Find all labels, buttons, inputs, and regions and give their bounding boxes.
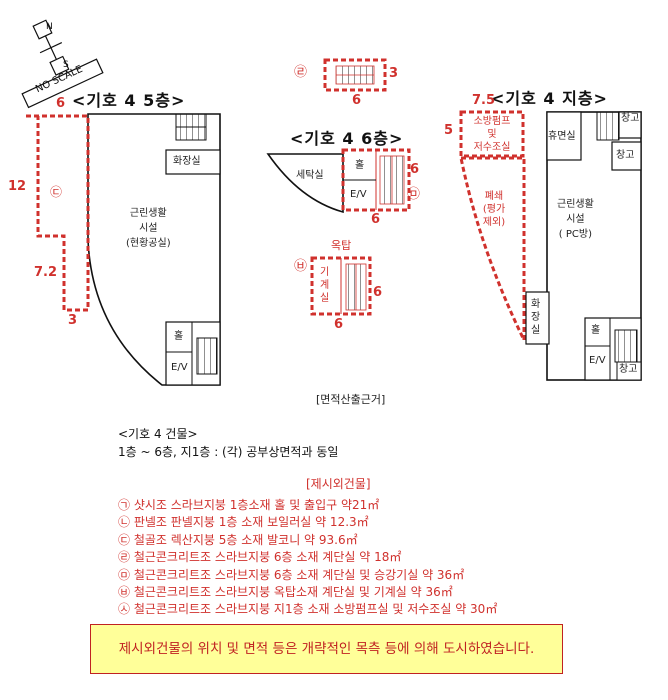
roof-dim-bottom: 6 (334, 317, 344, 332)
floor5-hall-label: 홀 (174, 331, 184, 342)
building-description: 1층 ~ 6층, 지1층 : (각) 공부상면적과 동일 (118, 445, 339, 459)
basement-title: <기호 4 지층> (491, 89, 608, 108)
compass-south-label: S (63, 60, 69, 70)
floor5-dim-left-lower: 7.2 (34, 265, 58, 280)
basement-storage-mid-label: 창고 (616, 150, 635, 161)
top-ext-symbol: ㉣ (294, 65, 308, 80)
floor5-dim-bottom: 3 (68, 313, 78, 328)
top-ext-dim-bottom: 6 (352, 93, 362, 108)
basement-dim-top: 7.5 (472, 93, 496, 108)
floor5-dim-left: 12 (8, 179, 27, 194)
floor5-ev-label: E/V (171, 362, 188, 373)
top-ext-dim-right: 3 (389, 66, 399, 81)
floor6-laundry-label: 세탁실 (296, 170, 324, 181)
floor6-dim-right: 6 (410, 162, 420, 177)
area-basis-caption: [면적산출근거] (316, 393, 386, 406)
floor6-plan (266, 148, 411, 214)
basement-hall-label: 홀 (591, 325, 601, 336)
closed-area-label: 폐쇄 (평가 제외) (482, 191, 506, 228)
floor6-ev-label: E/V (350, 189, 367, 200)
building-title: <기호 4 건물> (118, 427, 198, 441)
basement-plan (459, 110, 642, 381)
basement-ev-label: E/V (589, 355, 606, 366)
exclusions-list: ㉠ 샷시조 스라브지붕 1층소재 홀 및 출입구 약21㎡ ㉡ 판넬조 판넬지붕… (118, 497, 497, 619)
basement-storage-top-label: 창고 (621, 113, 640, 124)
roof-machine-room-label: 기 계 실 (320, 267, 330, 304)
stair-extension-top (323, 58, 387, 92)
basement-restroom-label: 화 장 실 (531, 299, 541, 336)
list-item: ㉠ 샷시조 스라브지붕 1층소재 홀 및 출입구 약21㎡ (118, 498, 380, 512)
roof-ext-symbol: ㉥ (294, 259, 308, 274)
floor6-ext-symbol: ㉤ (407, 187, 421, 202)
floor5-plan (26, 113, 221, 386)
list-item: ㉦ 철근콘크리트조 스라브지붕 지1층 소재 소방펌프실 및 저수조실 약 30… (118, 602, 498, 617)
disclaimer-note: 제시외건물의 위치 및 면적 등은 개략적인 목측 등에 의해 도시하였습니다. (90, 624, 563, 674)
floor6-dim-bottom: 6 (371, 212, 381, 227)
floor5-title: <기호 4 5층> (72, 91, 186, 110)
compass-icon (21, 19, 104, 109)
pump-room-label: 소방펌프 및 저수조실 (473, 116, 511, 153)
list-item: ㉢ 철골조 렉산지붕 5층 소재 발코니 약 93.6㎡ (118, 532, 358, 547)
exclusions-title: [제시외건물] (306, 477, 371, 491)
floor6-hall-label: 홀 (355, 160, 365, 171)
floor5-ext-symbol: ㉢ (50, 185, 63, 199)
floor6-title: <기호 4 6층> (290, 129, 404, 148)
list-item: ㉡ 판넬조 판넬지붕 1층 소재 보일러실 약 12.3㎡ (118, 515, 369, 530)
basement-boiler-label: 휴면실 (548, 131, 576, 142)
basement-main-room-label: 근린생활 시설 ( PC방) (557, 199, 594, 240)
rooftop-plan (310, 256, 372, 316)
basement-dim-left: 5 (444, 123, 454, 138)
roof-dim-right: 6 (373, 285, 383, 300)
disclaimer-text: 제시외건물의 위치 및 면적 등은 개략적인 목측 등에 의해 도시하였습니다. (118, 640, 535, 657)
basement-storage-bottom-label: 창고 (619, 364, 638, 375)
floor5-dim-top: 6 (56, 96, 66, 111)
list-item: ㉤ 철근콘크리트조 스라브지붕 6층 소재 계단실 및 승강기실 약 36㎡ (118, 567, 465, 582)
roof-label: 옥탑 (331, 239, 352, 252)
list-item: ㉣ 철근콘크리트조 스라브지붕 6층 소재 계단실 약 18㎡ (118, 550, 402, 565)
floor5-main-room-label: 근린생활 시설 (현황공실) (126, 208, 171, 249)
floor5-restroom-label: 화장실 (173, 156, 201, 167)
list-item: ㉥ 철근콘크리트조 스라브지붕 옥탑소재 계단실 및 기계실 약 36㎡ (118, 585, 453, 600)
compass-north-label: N (46, 22, 53, 32)
